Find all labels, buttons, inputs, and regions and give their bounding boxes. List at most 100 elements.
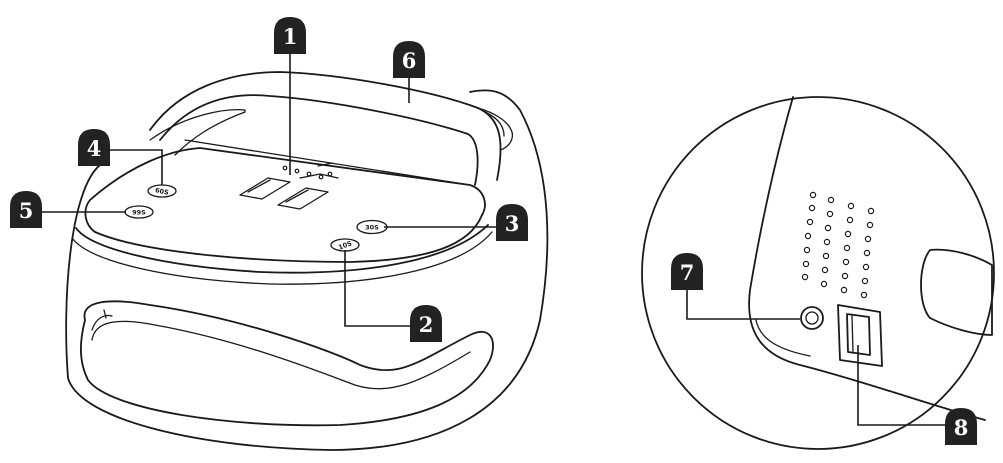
lamp-opening-lip: [91, 314, 113, 331]
display-digit-top: [299, 173, 339, 179]
vent-hole: [842, 258, 850, 266]
vent-hole: [826, 210, 834, 218]
lamp-top-panel-rim: [75, 224, 489, 274]
vent-hole: [827, 196, 835, 204]
lamp-opening-sensor: [103, 309, 107, 319]
display-indicator-3: [306, 171, 312, 177]
callout-6: 6: [393, 41, 425, 78]
vent-hole: [867, 207, 875, 215]
timer-button-30s[interactable]: 30S: [356, 219, 388, 235]
vent-hole: [843, 244, 851, 252]
lamp-display: [239, 162, 339, 210]
timer-button-30s-label: 30S: [365, 224, 379, 232]
detail-zoom: [641, 96, 995, 450]
callout-7-number: 7: [680, 260, 695, 285]
vent-hole: [824, 224, 832, 232]
vent-hole: [840, 286, 848, 294]
leader-line-8: [857, 345, 945, 426]
vent-hole: [866, 221, 874, 229]
lamp-front-opening-inner: [91, 320, 471, 390]
callout-4-number: 4: [87, 136, 102, 161]
power-port-inner: [805, 311, 819, 325]
callout-5-badge: [10, 191, 42, 228]
display-indicator-2: [294, 168, 300, 174]
lamp-top-panel: [84, 147, 486, 263]
vent-hole: [841, 272, 849, 280]
vent-hole: [864, 235, 872, 243]
callout-7-badge: [671, 253, 703, 290]
callout-2-badge: [410, 305, 442, 342]
callout-6-badge: [393, 41, 425, 78]
timer-button-99s[interactable]: 99S: [124, 205, 154, 219]
lamp-handle-arch: [149, 71, 502, 181]
power-switch-rocker[interactable]: [846, 313, 871, 356]
leader-line-4: [110, 149, 163, 185]
power-port-outer[interactable]: [800, 306, 824, 330]
display-indicator-4: [318, 174, 324, 180]
callout-4: 4: [78, 129, 110, 166]
lamp-handle-window: [149, 109, 246, 156]
callout-3-number: 3: [505, 211, 520, 236]
display-indicator-1: [282, 165, 288, 171]
vent-holes: [801, 191, 875, 299]
leader-lines: [42, 54, 945, 426]
vent-hole: [801, 273, 809, 281]
callout-8-badge: [945, 408, 977, 445]
callout-5: 5: [10, 191, 42, 228]
vent-hole: [847, 202, 855, 210]
lamp-handle-inner: [159, 94, 479, 186]
vent-hole: [806, 218, 814, 226]
callout-8-number: 8: [954, 415, 969, 440]
lamp-handle-ridge: [477, 107, 514, 151]
vent-hole: [861, 277, 869, 285]
timer-button-60s-label: 60S: [154, 186, 169, 197]
zoom-body-edge: [748, 96, 986, 421]
leader-line-7: [686, 290, 800, 320]
callout-7: 7: [671, 253, 703, 290]
timer-button-10s[interactable]: 10S: [330, 238, 360, 252]
vent-hole: [823, 238, 831, 246]
callout-6-number: 6: [402, 48, 417, 73]
display-digit-left-seg: [247, 179, 271, 193]
lamp-handle-ridge-2: [484, 111, 505, 137]
vent-hole: [844, 230, 852, 238]
callout-3: 3: [496, 204, 528, 241]
vent-hole: [809, 191, 817, 199]
vent-hole: [846, 216, 854, 224]
timer-button-60s[interactable]: 60S: [147, 184, 177, 198]
zoom-body-edge-2: [755, 319, 811, 357]
timer-button-99s-label: 99S: [132, 209, 146, 217]
zoom-circle: [641, 96, 995, 450]
lamp-outer-shell: [65, 89, 549, 451]
lamp-window-line: [184, 139, 471, 186]
power-switch[interactable]: [837, 304, 883, 367]
callout-1-number: 1: [283, 24, 298, 49]
leader-line-2: [344, 250, 410, 327]
callout-2-number: 2: [419, 312, 434, 337]
display-digit-right: [277, 187, 329, 210]
lamp-front-opening: [79, 300, 494, 427]
callout-8: 8: [945, 408, 977, 445]
callout-2: 2: [410, 305, 442, 342]
vent-hole: [808, 204, 816, 212]
power-switch-housing[interactable]: [837, 304, 883, 367]
vent-hole: [863, 249, 871, 257]
power-port[interactable]: [800, 306, 824, 330]
callout-3-badge: [496, 204, 528, 241]
callout-1: 1: [274, 17, 306, 54]
vent-hole: [862, 263, 870, 271]
display-indicator-5: [327, 171, 333, 177]
callout-1-badge: [274, 17, 306, 54]
nail-lamp: 60S 99S 30S 10S: [65, 71, 549, 451]
vent-hole: [860, 291, 868, 299]
vent-hole: [821, 266, 829, 274]
lamp-top-panel-rim-2: [71, 231, 493, 285]
zoom-side-window: [920, 248, 993, 336]
display-digit-right-seg: [285, 189, 309, 203]
display-dash: [317, 162, 333, 167]
display-digit-left: [239, 177, 291, 200]
vent-hole: [802, 260, 810, 268]
vent-hole: [822, 252, 830, 260]
vent-hole: [804, 232, 812, 240]
